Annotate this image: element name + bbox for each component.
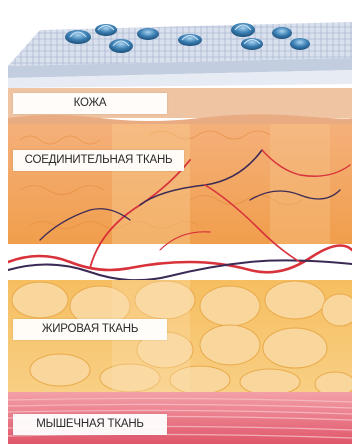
connective-tissue-layer xyxy=(8,124,352,244)
label-connective-tissue: СОЕДИНИТЕЛЬНАЯ ТКАНЬ xyxy=(13,150,184,171)
label-muscle-tissue: МЫШЕЧНАЯ ТКАНЬ xyxy=(13,414,167,435)
device-fabric xyxy=(8,22,352,88)
label-fat-tissue: ЖИРОВАЯ ТКАНЬ xyxy=(13,319,167,340)
label-skin: КОЖА xyxy=(13,93,167,114)
